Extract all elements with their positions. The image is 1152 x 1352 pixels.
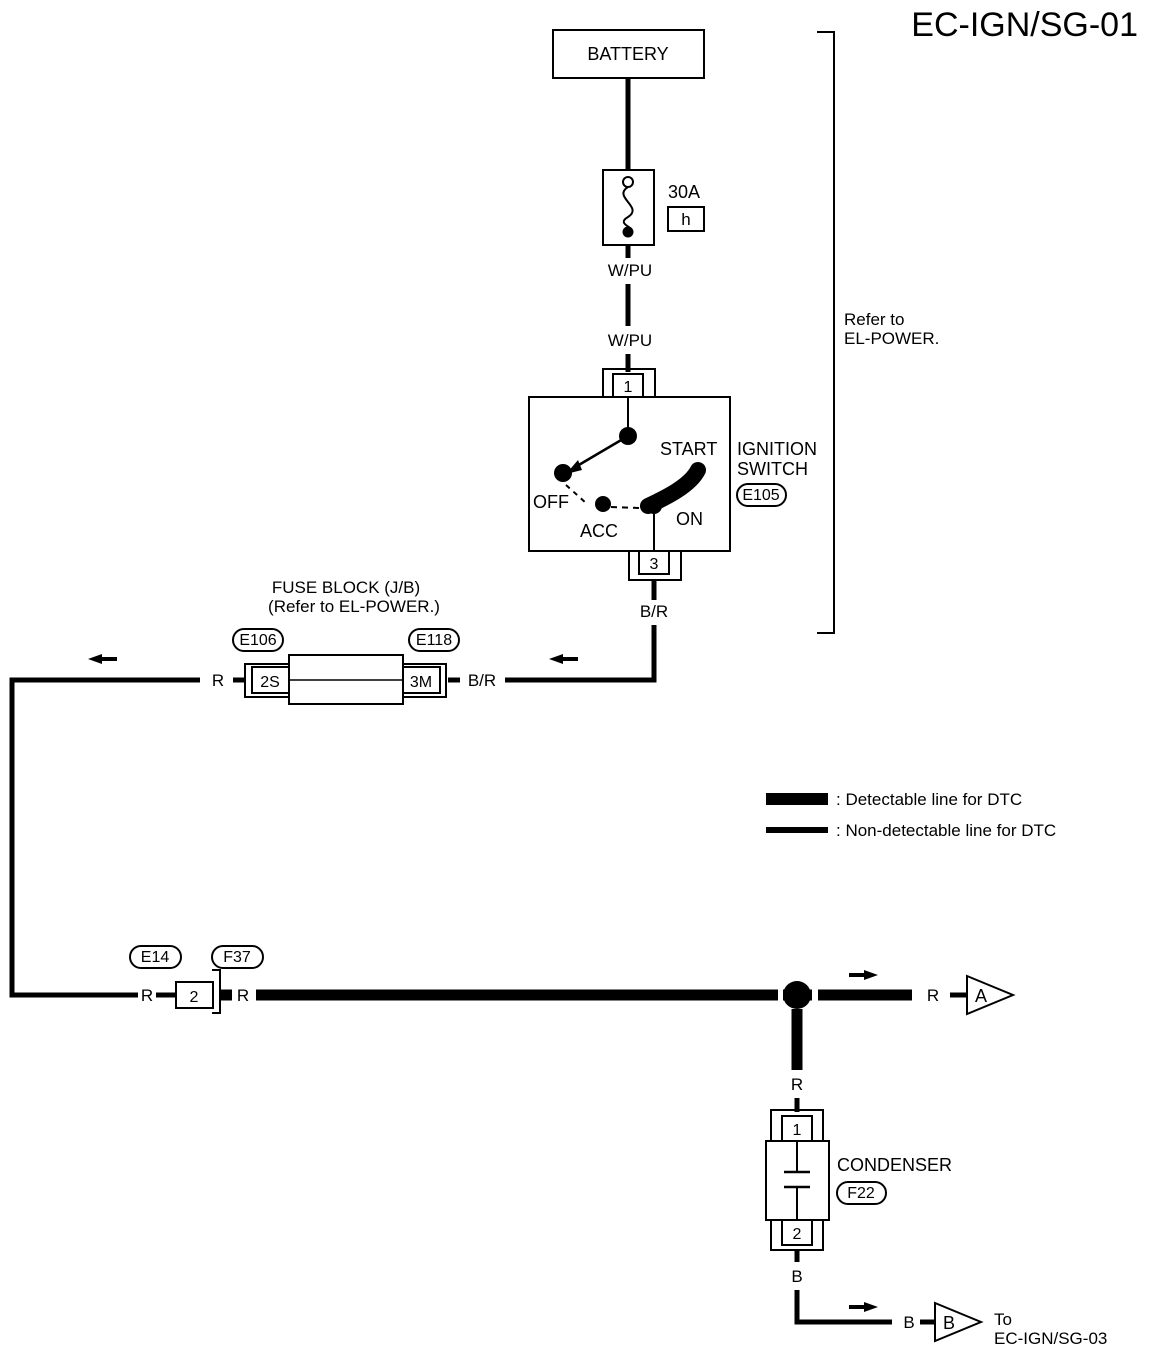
ignition-connector: E105 [742,487,779,504]
wire-label-fuse-block-out: R [212,671,224,690]
ignition-pos-acc: ACC [580,521,618,541]
inline-connector-left: E14 [141,949,170,966]
wire-label-switch-in: W/PU [608,331,652,350]
wire-label-conn-in: R [141,986,153,1005]
inline-connector-pin: 2 [190,989,199,1006]
wire-label-to-b: B [903,1313,914,1332]
flow-arrow-right-2 [849,1302,878,1312]
terminal-a-label: A [975,986,987,1006]
fuse: 30A h [602,169,705,246]
fuse-block-pin-right: 3M [410,674,432,691]
refer-note-2: EL-POWER. [844,329,939,348]
inline-connector-right: F37 [223,949,251,966]
wire-label-condenser-out: B [791,1267,802,1286]
ignition-switch: 1 3 OFF ACC ON START IGNITION SWITCH E10… [528,368,817,581]
ignition-pos-off: OFF [533,492,569,512]
ignition-pin-1: 1 [624,379,633,396]
wire-b [794,1290,892,1325]
wire-label-to-a: R [927,986,939,1005]
wire-label-conn-out: R [237,986,249,1005]
ignition-name-1: IGNITION [737,439,817,459]
condenser: 1 2 CONDENSER F22 [765,1109,952,1251]
fuse-block-pin-left: 2S [260,674,280,691]
wire-r-left [9,677,200,998]
terminal-b: B [934,1301,984,1343]
flow-arrow-right-1 [849,970,878,980]
fuse-letter: h [681,210,690,229]
flow-arrow-left-2 [88,654,117,664]
ignition-name-2: SWITCH [737,459,808,479]
fuse-block-name-1: FUSE BLOCK (J/B) [272,578,420,597]
wire-br [505,625,657,683]
refer-note-1: Refer to [844,310,904,329]
legend: : Detectable line for DTC : Non-detectab… [766,790,1056,840]
fuse-block-connector-left: E106 [239,632,276,649]
battery: BATTERY [552,29,705,79]
terminal-b-label: B [943,1313,955,1333]
fuse-block-connector-right: E118 [416,632,452,649]
battery-label: BATTERY [587,44,668,64]
ignition-pos-on: ON [676,509,703,529]
terminal-b-to-1: To [994,1310,1012,1329]
legend-thin: : Non-detectable line for DTC [836,821,1056,840]
terminal-a: A [966,974,1016,1016]
ignition-pin-3: 3 [650,556,659,573]
condenser-connector: F22 [847,1185,875,1202]
terminal-b-to-2: EC-IGN/SG-03 [994,1329,1107,1348]
page-title: EC-IGN/SG-01 [911,6,1138,44]
wire-label-battery-out: W/PU [608,261,652,280]
fuse-block-name-2: (Refer to EL-POWER.) [268,597,440,616]
ignition-pos-start: START [660,439,717,459]
splice-point [783,981,811,1009]
wire-label-to-condenser: R [791,1075,803,1094]
refer-bracket: Refer to EL-POWER. [817,31,939,634]
condenser-pin-top: 1 [793,1122,802,1139]
legend-thick: : Detectable line for DTC [836,790,1022,809]
condenser-pin-bottom: 2 [793,1226,802,1243]
condenser-name: CONDENSER [837,1155,952,1175]
fuse-rating: 30A [668,182,700,202]
wire-label-fuse-block-in: B/R [468,671,496,690]
wire-label-switch-out: B/R [640,602,668,621]
fuse-block: FUSE BLOCK (J/B) (Refer to EL-POWER.) E1… [232,578,460,705]
inline-connector: E14 F37 2 [129,945,264,1014]
flow-arrow-left-1 [549,654,578,664]
